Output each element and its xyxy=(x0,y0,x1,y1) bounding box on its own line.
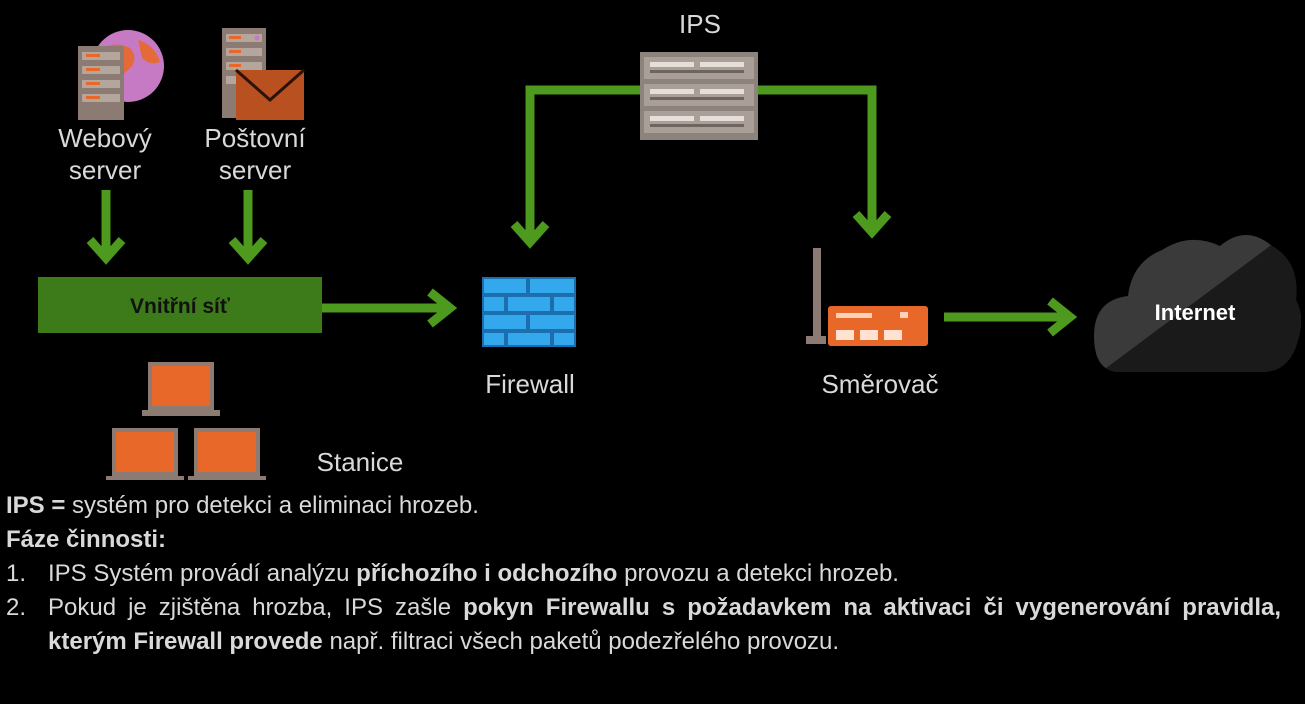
router-icon xyxy=(806,248,928,346)
list-item-1-bold: příchozího i odchozího xyxy=(356,560,618,587)
internet-cloud-icon xyxy=(1094,235,1302,372)
list-item-1-number: 1. xyxy=(6,560,27,587)
list-item-2: 2. Pokud je zjištěna hrozba, IPS zašle po… xyxy=(6,591,1281,659)
mail-server-label: Poštovní server xyxy=(204,123,306,185)
list-item-2-bold: pokyn Firewallu s požadavkem na aktivaci… xyxy=(48,594,1281,655)
list-item-2-body: Pokud je zjištěna hrozba, IPS zašle poky… xyxy=(48,591,1281,659)
stations-label: Stanice xyxy=(316,447,404,477)
definition-body: systém pro detekci a eliminaci hrozeb. xyxy=(65,492,479,519)
list-item-1-pre: IPS Systém provádí analýzu xyxy=(48,560,357,587)
web-server-label: Webový server xyxy=(58,123,152,185)
internal-network-label: Vnitřní síť xyxy=(130,295,231,318)
flow-arrows xyxy=(86,85,1078,337)
web-server-icon xyxy=(78,30,164,120)
firewall-label: Firewall xyxy=(485,369,575,399)
internet-label: Internet xyxy=(1155,300,1236,325)
definition-term: IPS = xyxy=(6,492,66,519)
list-item-2-post: např. filtraci všech paketů podezřelého … xyxy=(322,628,840,655)
list-item-2-number: 2. xyxy=(6,594,27,621)
router-label: Směrovač xyxy=(821,369,939,399)
list-item-1: 1. IPS Systém provádí analýzu příchozího … xyxy=(6,557,899,591)
ips-diagram: Vnitřní síť xyxy=(38,28,1302,480)
mail-server-icon xyxy=(222,28,305,120)
phases-heading: Fáze činnosti: xyxy=(6,523,166,557)
ips-rack-icon xyxy=(640,52,758,140)
list-item-1-post: provozu a detekci hrozeb. xyxy=(617,560,899,587)
internal-network-bar xyxy=(38,277,322,333)
ips-definition: IPS = systém pro detekci a eliminaci hro… xyxy=(6,489,479,523)
stations-icon xyxy=(106,362,266,480)
list-item-2-pre: Pokud je zjištěna hrozba, IPS zašle xyxy=(48,594,464,621)
firewall-icon xyxy=(482,277,576,347)
phases-heading-text: Fáze činnosti: xyxy=(6,526,167,553)
ips-label: IPS xyxy=(679,9,721,39)
